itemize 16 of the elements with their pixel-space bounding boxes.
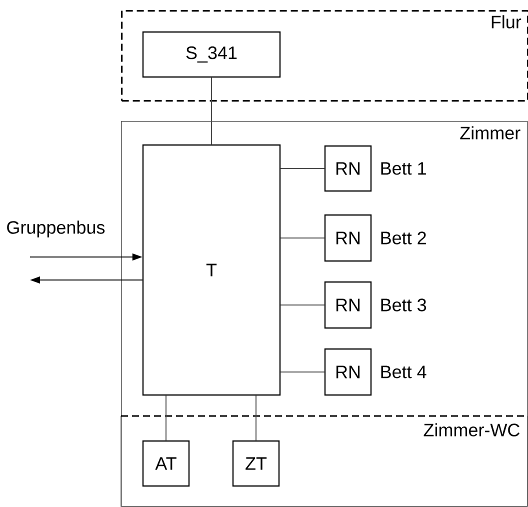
device-box: RN	[324, 281, 372, 329]
bed-label: Bett 1	[381, 162, 426, 175]
bed-label: Bett 2	[381, 232, 426, 244]
bed-label: Bett 4	[381, 366, 426, 378]
device-box: RN	[324, 214, 372, 262]
connector-line	[280, 304, 325, 306]
bed-label: Bett 3	[381, 298, 426, 312]
device-box: S_341	[142, 31, 281, 78]
connector-line	[280, 168, 325, 169]
device-box: RN	[324, 348, 372, 396]
device-box: RN	[324, 145, 372, 192]
device-box: AT	[142, 440, 190, 487]
device-box: ZT	[232, 440, 280, 487]
device-box: T	[142, 144, 281, 396]
bus-label: Gruppenbus	[7, 220, 105, 238]
connector-line	[211, 77, 212, 145]
